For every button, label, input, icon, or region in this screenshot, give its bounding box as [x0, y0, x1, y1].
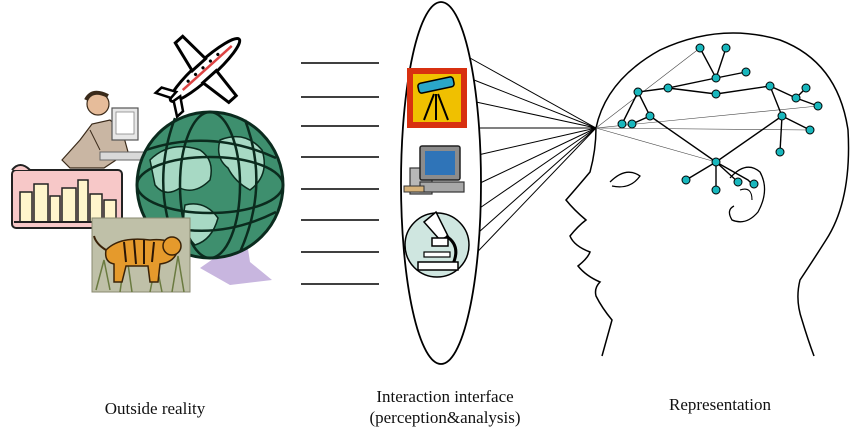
businessman-at-computer-icon	[61, 90, 145, 169]
network-node	[741, 67, 751, 77]
caption-interface-line1: Interaction interface	[376, 387, 514, 406]
converging-lines	[461, 57, 597, 269]
city-skyline-icon	[11, 164, 123, 229]
eye	[609, 171, 641, 188]
network-rays	[595, 47, 819, 163]
network-node	[813, 101, 823, 111]
caption-interaction-interface: Interaction interface (perception&analys…	[330, 386, 560, 428]
network-node	[633, 87, 643, 97]
airplane-icon	[153, 34, 242, 120]
network-node	[681, 175, 691, 185]
network-node	[749, 179, 759, 189]
microscope-icon	[404, 210, 470, 278]
network-node	[645, 111, 655, 121]
network-nodes	[617, 43, 823, 195]
network-node	[791, 93, 801, 103]
computer-icon	[403, 145, 465, 195]
network-node	[711, 157, 721, 167]
network-node	[627, 119, 637, 129]
network-node	[711, 89, 721, 99]
network-node	[775, 147, 785, 157]
connector-lines-left	[301, 62, 379, 285]
ear	[728, 166, 766, 223]
network-node	[663, 83, 673, 93]
network-node	[711, 185, 721, 195]
ear-inner	[739, 188, 753, 201]
tiger-icon	[91, 217, 191, 293]
globe-shadow	[200, 236, 272, 285]
caption-outside-reality: Outside reality	[104, 399, 206, 418]
network-node	[695, 43, 705, 53]
network-node	[777, 111, 787, 121]
network-node	[617, 119, 627, 129]
network-node	[801, 83, 811, 93]
caption-interface-line2: (perception&analysis)	[369, 408, 521, 427]
network-node	[765, 81, 775, 91]
telescope-icon	[407, 68, 467, 128]
network-node	[733, 177, 743, 187]
head-outline	[565, 32, 850, 357]
network-node	[721, 43, 731, 53]
network-node	[711, 73, 721, 83]
caption-representation: Representation	[669, 395, 771, 414]
network-node	[805, 125, 815, 135]
